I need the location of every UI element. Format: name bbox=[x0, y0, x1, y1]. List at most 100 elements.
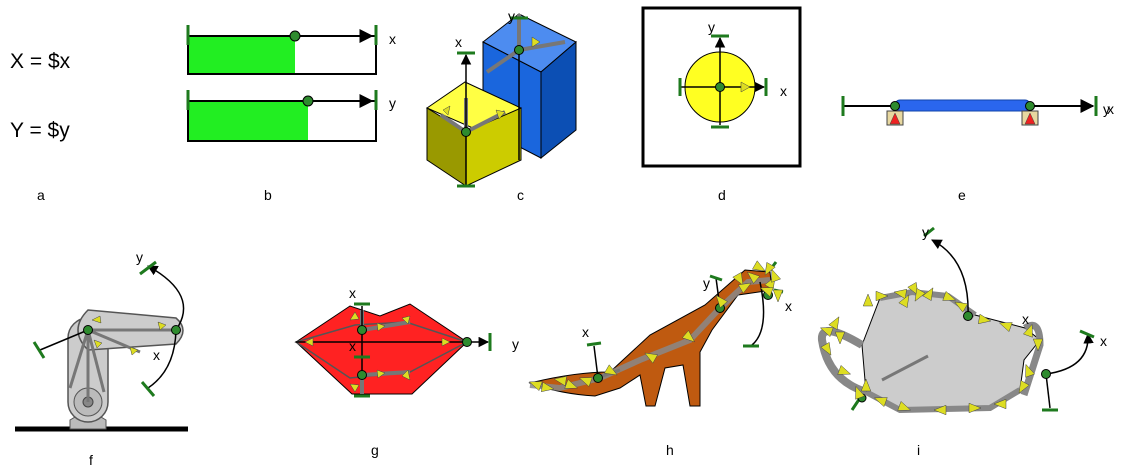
teapot-arrow-23 bbox=[837, 364, 852, 375]
dino-x-handle[interactable] bbox=[586, 341, 602, 347]
teapot-x-handle[interactable] bbox=[1079, 329, 1095, 339]
dino-arrow-14 bbox=[759, 287, 774, 298]
cube-y-label: y bbox=[508, 8, 515, 24]
slider-knob-right[interactable] bbox=[1025, 101, 1035, 111]
panel-b: x y b bbox=[186, 25, 396, 203]
dinosaur-body[interactable] bbox=[528, 269, 773, 407]
y-bar-axis-label: y bbox=[389, 95, 396, 111]
lips-x-label: x bbox=[349, 285, 356, 301]
x-bar-fill bbox=[189, 37, 295, 73]
teapot-arrow-18 bbox=[860, 378, 872, 392]
teapot-arrow-5 bbox=[942, 290, 957, 301]
teapot-lid-knob[interactable] bbox=[963, 311, 973, 321]
robot-y-handle[interactable] bbox=[139, 260, 157, 276]
panel-label-b: b bbox=[264, 187, 272, 203]
teapot-arrow-24 bbox=[855, 385, 866, 400]
panel-f: y x f bbox=[15, 249, 188, 468]
teapot-y-label: y bbox=[922, 224, 929, 240]
panel-label-h: h bbox=[666, 442, 674, 458]
slider-knob-left[interactable] bbox=[890, 101, 900, 111]
slider-y-label: y bbox=[1103, 101, 1110, 117]
dino-arrow-5 bbox=[603, 364, 618, 376]
teapot-arrow-8 bbox=[998, 322, 1013, 333]
circle-y-label: y bbox=[708, 19, 715, 35]
teapot-arrow-1 bbox=[875, 290, 889, 302]
dino-arrow-7 bbox=[681, 330, 696, 343]
dino-control-arrows bbox=[528, 260, 784, 393]
teapot-arrow-22 bbox=[820, 341, 832, 356]
dino-arrow-12 bbox=[764, 261, 776, 276]
x-equation: X = $x bbox=[10, 50, 71, 73]
dino-arrow-3 bbox=[564, 378, 579, 389]
teapot-arrow-16 bbox=[897, 400, 912, 411]
x-bar-axis-label: x bbox=[389, 31, 396, 47]
panel-label-e: e bbox=[958, 187, 966, 203]
teapot-arrow-20 bbox=[819, 327, 834, 338]
circle-x-label: x bbox=[780, 83, 787, 99]
dino-y-handle[interactable] bbox=[709, 274, 723, 282]
teapot-arrow-19 bbox=[834, 331, 846, 345]
lower-lip[interactable] bbox=[294, 341, 469, 395]
panel-d: x y d bbox=[641, 6, 802, 203]
teapot-arrow-10 bbox=[1032, 338, 1044, 352]
teapot-arrow-11 bbox=[1025, 363, 1036, 378]
dino-arrow-4 bbox=[578, 377, 593, 388]
teapot-arrow-21 bbox=[828, 316, 840, 331]
dino-arrow-9 bbox=[732, 271, 744, 286]
robot-end-knob[interactable] bbox=[171, 325, 181, 335]
panel-label-g: g bbox=[371, 442, 379, 458]
teapot-arrow-26 bbox=[898, 294, 910, 309]
cube-x-label: x bbox=[455, 34, 462, 50]
lips-knob[interactable] bbox=[462, 337, 472, 347]
panel-label-c: c bbox=[517, 187, 524, 203]
slider-track[interactable] bbox=[894, 99, 1031, 112]
y-equation: Y = $y bbox=[10, 119, 70, 142]
teapot-arrow-25 bbox=[914, 287, 926, 302]
dino-arrow-16 bbox=[737, 282, 752, 294]
dino-arrow-1 bbox=[540, 381, 555, 393]
teapot-control-arrows bbox=[819, 281, 1044, 416]
lips-y-label: y bbox=[512, 336, 519, 352]
robot-y-label: y bbox=[136, 249, 143, 265]
teapot-arrow-9 bbox=[1022, 323, 1033, 338]
dino-x-label-2: x bbox=[785, 298, 792, 314]
teapot-arrow-13 bbox=[993, 398, 1007, 410]
dino-arrow-8 bbox=[715, 294, 728, 309]
dino-y-label: y bbox=[703, 275, 710, 291]
dino-x-label: x bbox=[582, 324, 589, 340]
dino-arrow-2 bbox=[553, 375, 568, 387]
panel-g: x x y g bbox=[294, 285, 519, 458]
y-bar-knob[interactable] bbox=[302, 95, 314, 107]
slider-x-label: x bbox=[1107, 101, 1114, 117]
robot-x-label: x bbox=[153, 347, 160, 363]
dino-arrow-15 bbox=[772, 289, 784, 303]
teapot-y-handle[interactable] bbox=[923, 226, 935, 238]
teapot-arrow-17 bbox=[873, 397, 888, 408]
dino-arrow-6 bbox=[644, 352, 659, 364]
dino-arrow-0 bbox=[528, 381, 543, 392]
teapot-arrow-2 bbox=[893, 288, 908, 300]
teapot-arrow-7 bbox=[977, 313, 992, 325]
panel-label-f: f bbox=[89, 452, 93, 468]
dino-arrow-10 bbox=[746, 271, 761, 284]
panel-h: x y x h bbox=[528, 260, 792, 458]
panel-i: y x x i bbox=[818, 224, 1107, 458]
panel-a: X = $x Y = $y a bbox=[10, 50, 71, 203]
teapot-x-label: x bbox=[1100, 333, 1107, 349]
x-bar-knob[interactable] bbox=[289, 30, 301, 42]
dino-arrow-11 bbox=[751, 260, 766, 272]
panel-e: y x e bbox=[841, 96, 1114, 203]
lips-x-label-2: x bbox=[349, 338, 356, 354]
panel-c: x y c bbox=[425, 8, 577, 203]
teapot-arrow-12 bbox=[1018, 379, 1030, 394]
teapot-arrow-0 bbox=[862, 293, 874, 307]
teapot-spout-knob[interactable] bbox=[1041, 369, 1051, 379]
blue-cube-right bbox=[540, 40, 577, 160]
teapot-arrow-6 bbox=[954, 301, 969, 313]
panel-label-d: d bbox=[718, 187, 726, 203]
panel-label-i: i bbox=[917, 442, 920, 458]
teapot-arrow-4 bbox=[922, 287, 934, 302]
teapot-handle[interactable] bbox=[818, 327, 868, 396]
teapot-arrow-14 bbox=[968, 402, 982, 414]
